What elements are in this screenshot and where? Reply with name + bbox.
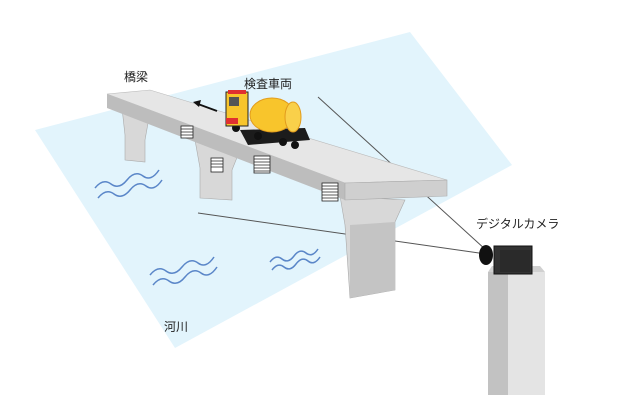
camera-stand — [488, 266, 545, 395]
digital-camera-icon — [479, 245, 533, 275]
wave-icons — [94, 169, 321, 286]
inspection-truck — [225, 90, 310, 149]
inspection-vehicle-label: 検査車両 — [244, 77, 293, 91]
direction-arrow-icon — [193, 100, 218, 112]
bridge-label: 橋梁 — [124, 70, 149, 84]
vent-grilles — [180, 125, 339, 202]
digital-camera-label: デジタルカメラ — [476, 217, 560, 231]
sight-line-lower — [197, 212, 487, 255]
river-label: 河川 — [164, 320, 189, 334]
